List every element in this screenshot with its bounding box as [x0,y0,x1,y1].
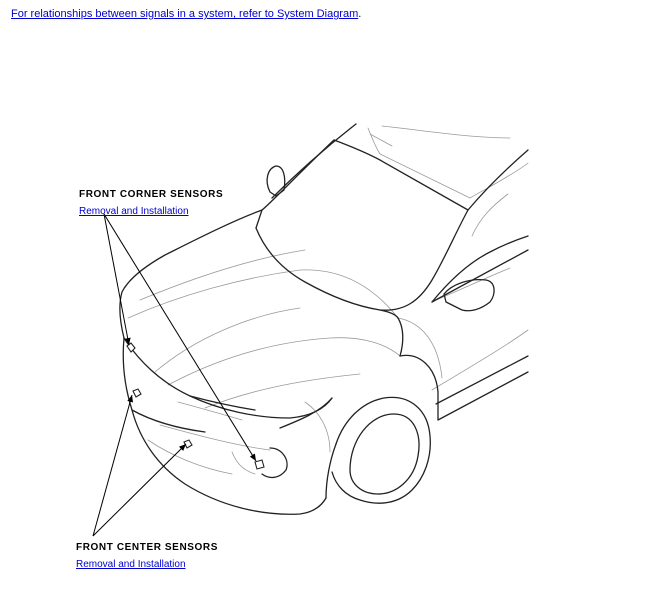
front-center-removal-link[interactable]: Removal and Installation [76,559,186,570]
leader-corner-left [103,213,131,346]
front-center-sensor-left [132,388,142,398]
system-diagram-link[interactable]: For relationships between signals in a s… [11,8,359,20]
front-corner-sensors-callout: FRONT CORNER SENSORS Removal and Install… [79,189,223,219]
front-center-sensors-callout: FRONT CENTER SENSORS Removal and Install… [76,542,218,572]
front-corner-sensor-right [254,459,265,470]
leader-center-left [92,394,134,537]
leader-lines [92,213,257,537]
leader-center-right [92,443,187,537]
front-center-sensors-heading: FRONT CENTER SENSORS [76,542,219,553]
front-center-sensor-right [183,439,193,449]
front-corner-removal-link[interactable]: Removal and Installation [79,206,189,217]
system-diagram-note: For relationships between signals in a s… [11,8,361,20]
note-period: . [358,8,362,20]
vehicle-detail-lines [127,125,529,475]
vehicle-outline [119,123,529,515]
leader-corner-right [103,213,257,462]
front-corner-sensors-heading: FRONT CORNER SENSORS [79,189,224,200]
